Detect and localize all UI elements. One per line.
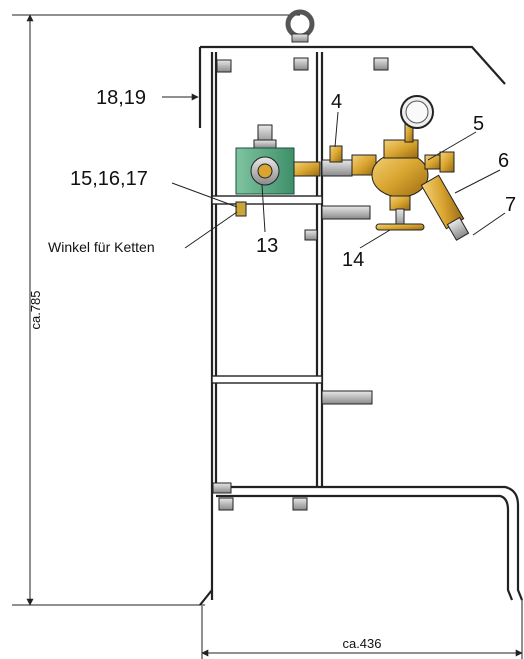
winkel-label: Winkel für Ketten [48, 239, 155, 255]
green-valve-assembly [235, 124, 321, 195]
callout-13: 13 [256, 235, 278, 257]
callout-15-16-17: 15,16,17 [70, 168, 148, 190]
chain-bracket [235, 201, 247, 217]
callout-4: 4 [331, 91, 342, 113]
pressure-regulator [321, 95, 470, 241]
callout-14: 14 [342, 249, 364, 271]
height-dimension [12, 14, 300, 606]
width-dimension [201, 600, 523, 659]
frame [198, 45, 524, 606]
width-dimension-label: ca.436 [342, 636, 381, 651]
callout-7: 7 [505, 194, 516, 216]
eye-bolt [285, 9, 315, 43]
height-dimension-label: ca.785 [28, 290, 43, 329]
callout-5: 5 [473, 113, 484, 135]
leader-lines [162, 93, 506, 249]
callout-6: 6 [498, 150, 509, 172]
callout-18-19: 18,19 [96, 87, 146, 109]
